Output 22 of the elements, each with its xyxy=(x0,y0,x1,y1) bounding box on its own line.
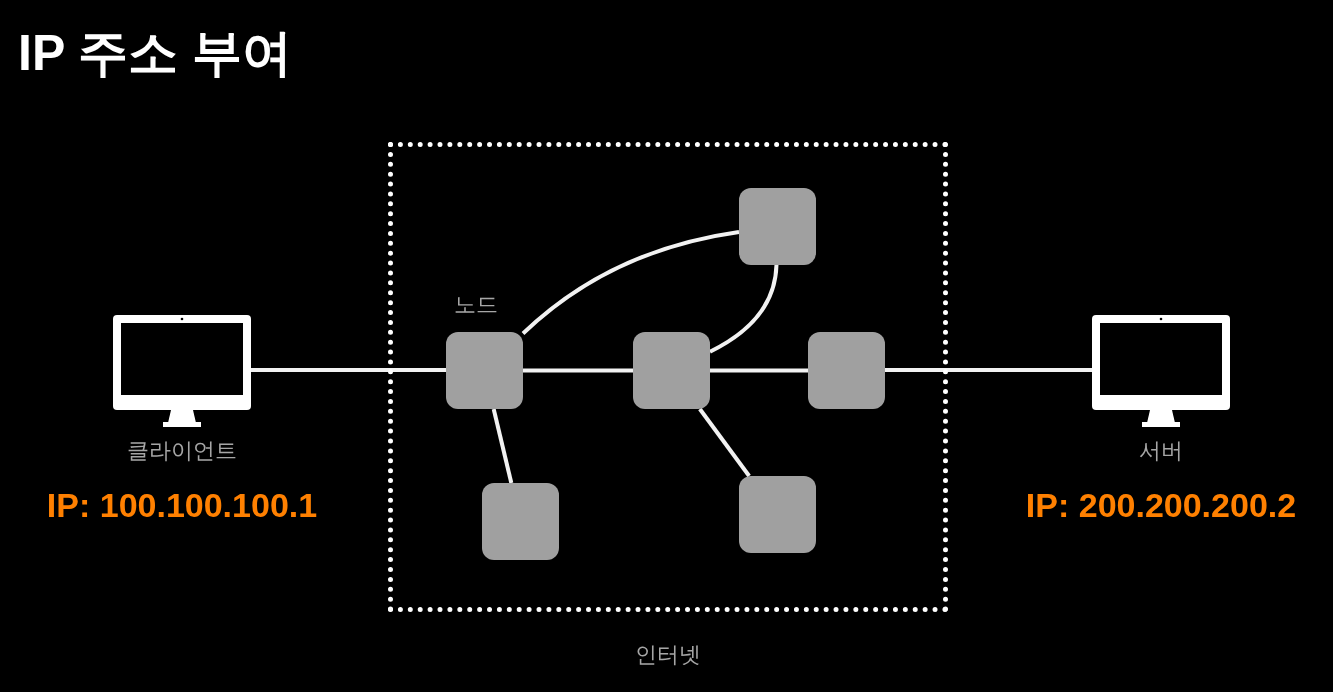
network-node xyxy=(633,332,710,409)
monitor-icon xyxy=(113,315,251,427)
connection-line xyxy=(523,368,633,373)
monitor-icon xyxy=(1092,315,1230,427)
network-node xyxy=(739,476,816,553)
network-node xyxy=(739,188,816,265)
connection-line xyxy=(251,368,446,372)
connection-line xyxy=(709,264,779,354)
connection-line xyxy=(710,368,808,373)
ip-address: IP: 100.100.100.1 xyxy=(46,488,318,522)
network-node xyxy=(808,332,885,409)
ip-address: IP: 200.200.200.2 xyxy=(1025,488,1297,522)
connection-line xyxy=(698,407,751,478)
node-label: 노드 xyxy=(454,294,498,316)
connection-line xyxy=(521,229,740,335)
connection-line xyxy=(885,368,1092,372)
device-label: 서버 xyxy=(1139,440,1183,462)
connection-line xyxy=(491,408,514,484)
title: IP 주소 부여 xyxy=(18,28,293,78)
boundary-label: 인터넷 xyxy=(635,644,701,666)
network-node xyxy=(482,483,559,560)
device-label: 클라이언트 xyxy=(127,440,237,462)
